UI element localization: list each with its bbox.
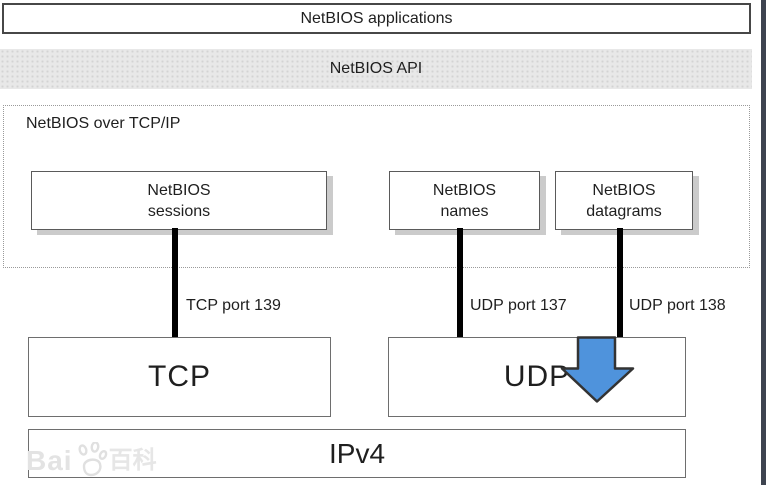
netbios-api-label: NetBIOS API [329, 60, 423, 77]
sessions-to-tcp-line [172, 228, 178, 338]
netbios-names-label: NetBIOS names [432, 181, 497, 220]
ipv4-label: IPv4 [328, 437, 386, 469]
netbios-datagrams-box: NetBIOS datagrams [555, 171, 693, 230]
tcp-box: TCP [28, 337, 331, 417]
netbios-datagrams-label: NetBIOS datagrams [586, 181, 662, 220]
netbios-applications-label: NetBIOS applications [300, 9, 453, 27]
netbios-sessions-label: NetBIOS sessions [147, 181, 211, 220]
down-arrow-icon [560, 336, 635, 403]
names-to-udp-line [457, 228, 463, 338]
udp-port-138-label: UDP port 138 [629, 297, 726, 314]
netbios-over-tcpip-label: NetBIOS over TCP/IP [26, 115, 181, 132]
netbios-over-tcpip-container: NetBIOS over TCP/IP NetBIOS sessions Net… [3, 105, 750, 268]
baidu-watermark-prefix: Bai [26, 445, 73, 476]
baidu-watermark-suffix: 百科 [108, 447, 157, 474]
baidu-paw-icon [78, 442, 107, 477]
netbios-names-box: NetBIOS names [389, 171, 540, 230]
ipv4-box: IPv4 [28, 429, 686, 478]
udp-box: UDP [388, 337, 686, 417]
netbios-applications-box: NetBIOS applications [2, 3, 751, 34]
udp-port-137-label: UDP port 137 [470, 297, 567, 314]
tcp-port-139-label: TCP port 139 [186, 297, 281, 314]
datagrams-to-udp-line [617, 228, 623, 338]
netbios-api-band: NetBIOS API [0, 49, 752, 89]
udp-label: UDP [503, 360, 571, 393]
netbios-sessions-box: NetBIOS sessions [31, 171, 327, 230]
baidu-watermark: Bai 百科 [26, 434, 157, 477]
right-frame-border [761, 0, 766, 485]
tcp-label: TCP [148, 360, 211, 393]
